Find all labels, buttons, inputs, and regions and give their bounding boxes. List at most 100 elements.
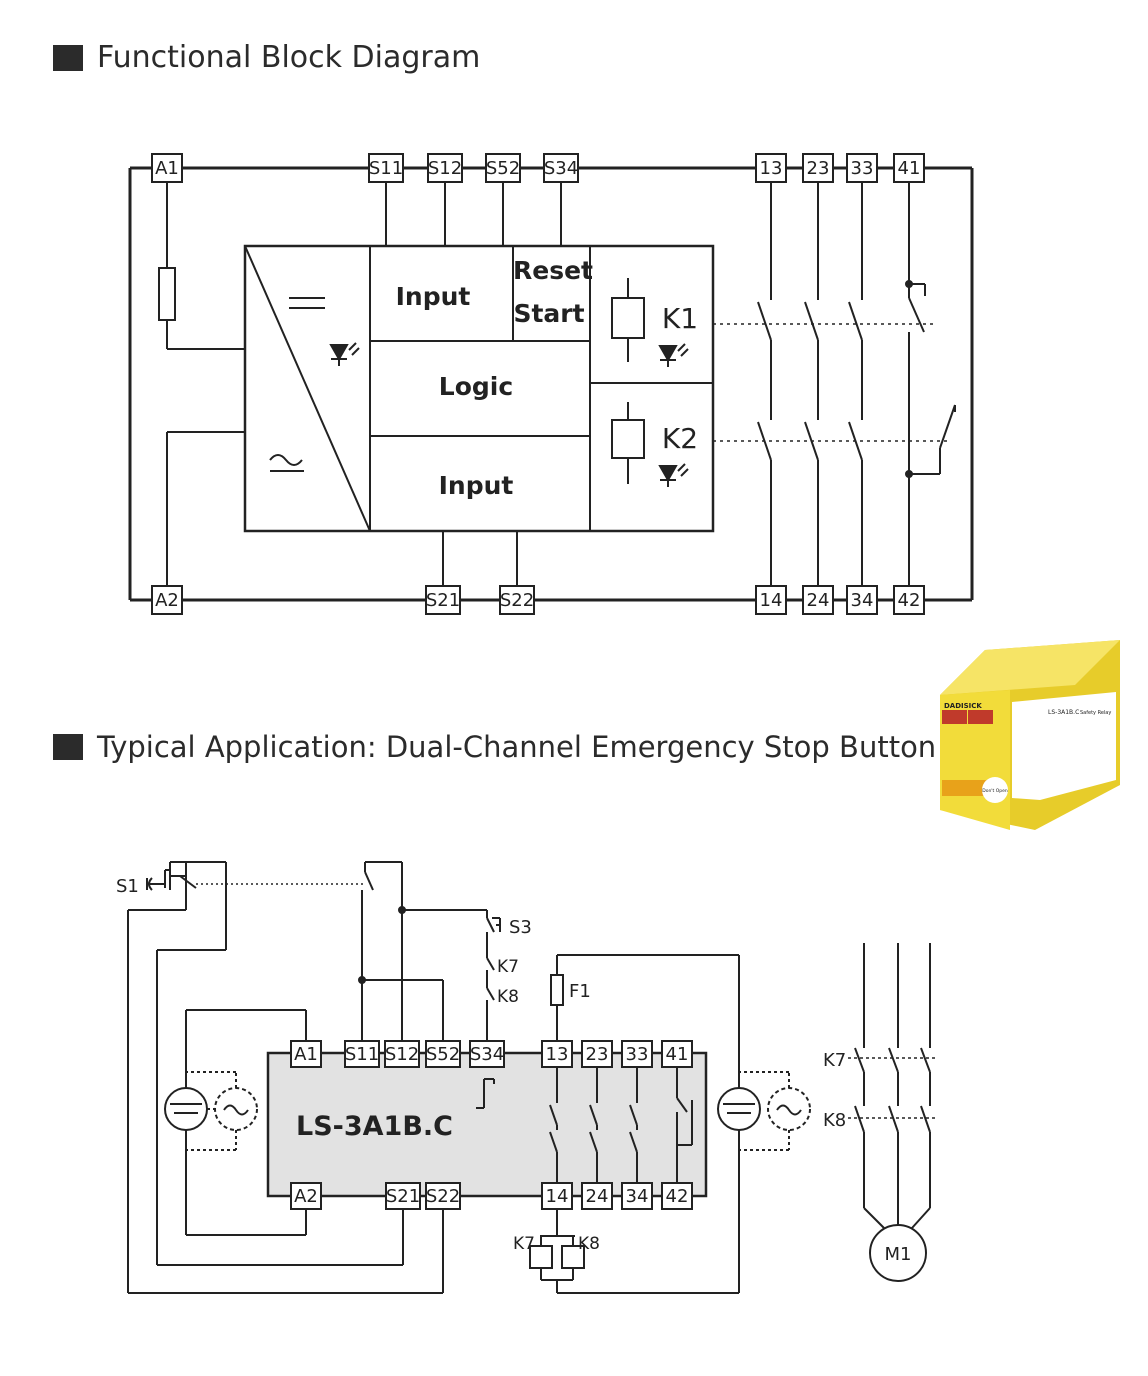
terminal-label-s22: S22 (426, 1186, 460, 1207)
terminal-box (290, 1040, 322, 1068)
relay-label-k2: K2 (662, 422, 698, 455)
terminal-box (425, 1182, 461, 1210)
feedback-k7-label: K7 (497, 957, 519, 977)
feedback-k8-label: K8 (497, 987, 519, 1007)
contact-13-14-icon (757, 180, 772, 588)
terminal-box (543, 153, 579, 183)
terminal-label-s11: S11 (345, 1044, 379, 1065)
terminal-box (621, 1182, 653, 1210)
device-label: LS-3A1B.C (296, 1111, 453, 1142)
terminal-label-s34: S34 (470, 1044, 504, 1065)
terminal-block-icon (942, 780, 992, 796)
sticker-text: Don't Open (982, 788, 1008, 794)
feedback-contact-k7-icon (486, 957, 495, 988)
terminal-label-s21: S21 (426, 590, 460, 611)
terminal-box (541, 1182, 573, 1210)
terminal-box (755, 153, 787, 183)
block-input-top: Input (396, 282, 471, 311)
product-label (1012, 692, 1116, 800)
terminal-box (541, 1040, 573, 1068)
product-type: Safety Relay (1080, 710, 1111, 716)
led-icon (658, 463, 689, 487)
terminal-label-24: 24 (586, 1186, 609, 1207)
terminal-box (661, 1182, 693, 1210)
block-diagram (128, 166, 974, 602)
reset-button-label: S3 (509, 917, 532, 938)
block-logic: Logic (439, 372, 513, 401)
terminal-box (384, 1040, 420, 1068)
terminal-label-33: 33 (626, 1044, 649, 1065)
product-photo: DADISICK LS-3A1B.C Safety Relay Don't Op… (940, 640, 1120, 830)
relay-label-k1: K1 (662, 302, 698, 335)
block-start: Start (513, 299, 584, 328)
terminal-box (151, 153, 183, 183)
relay-body-top (940, 640, 1120, 695)
terminal-label-34: 34 (851, 590, 874, 611)
heading-text: Typical Application: Dual-Channel Emerge… (97, 730, 937, 764)
terminal-label-13: 13 (760, 158, 783, 179)
heading-block-diagram: Functional Block Diagram (53, 40, 480, 75)
product-brand: DADISICK (944, 702, 982, 710)
terminal-label-s11: S11 (369, 158, 403, 179)
dont-open-sticker (982, 777, 1008, 803)
contact-41-42-icon (905, 180, 956, 588)
terminal-box (151, 585, 183, 615)
terminal-label-41: 41 (898, 158, 921, 179)
terminal-label-23: 23 (807, 158, 830, 179)
terminal-box (344, 1040, 380, 1068)
terminal-label-34: 34 (626, 1186, 649, 1207)
terminal-block-icon (942, 710, 967, 724)
terminal-box (425, 585, 461, 615)
terminal-label-s12: S12 (385, 1044, 419, 1065)
terminal-label-13: 13 (546, 1044, 569, 1065)
relay-coil-k2-icon (611, 402, 645, 484)
contact-23-24-icon (804, 180, 819, 588)
terminal-label-33: 33 (851, 158, 874, 179)
dc-source-icon (164, 1087, 208, 1131)
led-icon (329, 342, 360, 366)
estop-label: S1 (116, 876, 139, 897)
terminal-box (427, 153, 463, 183)
terminal-block-icon (968, 710, 993, 724)
terminal-box (485, 153, 521, 183)
terminal-box (290, 1182, 322, 1210)
motor-label: M1 (885, 1244, 912, 1265)
terminal-label-a2: A2 (294, 1186, 318, 1207)
terminal-box (893, 153, 925, 183)
terminal-box (581, 1040, 613, 1068)
terminal-label-s22: S22 (500, 590, 534, 611)
terminal-label-42: 42 (666, 1186, 689, 1207)
reset-button-s3-icon (486, 910, 501, 958)
product-model: LS-3A1B.C (1048, 709, 1079, 716)
terminal-box (425, 1040, 461, 1068)
terminal-label-s34: S34 (544, 158, 578, 179)
terminal-box (385, 1182, 421, 1210)
terminal-label-s52: S52 (426, 1044, 460, 1065)
terminal-box (893, 585, 925, 615)
terminal-box (499, 585, 535, 615)
contactor-k8-label: K8 (823, 1110, 846, 1131)
terminal-label-s52: S52 (486, 158, 520, 179)
block-input-bottom: Input (439, 471, 514, 500)
block-reset: Reset (513, 256, 593, 285)
terminal-box (802, 153, 834, 183)
coil-k7-label: K7 (513, 1234, 535, 1254)
application-diagram (127, 861, 935, 1294)
terminal-box (581, 1182, 613, 1210)
terminal-box (469, 1040, 505, 1068)
terminal-box (846, 585, 878, 615)
terminal-label-23: 23 (586, 1044, 609, 1065)
heading-square-icon (53, 734, 83, 760)
terminal-label-42: 42 (898, 590, 921, 611)
terminal-box (661, 1040, 693, 1068)
led-icon (658, 343, 689, 367)
feedback-contact-k8-icon (486, 987, 495, 1043)
terminal-box (755, 585, 787, 615)
terminal-label-a1: A1 (155, 158, 179, 179)
terminal-box (846, 153, 878, 183)
